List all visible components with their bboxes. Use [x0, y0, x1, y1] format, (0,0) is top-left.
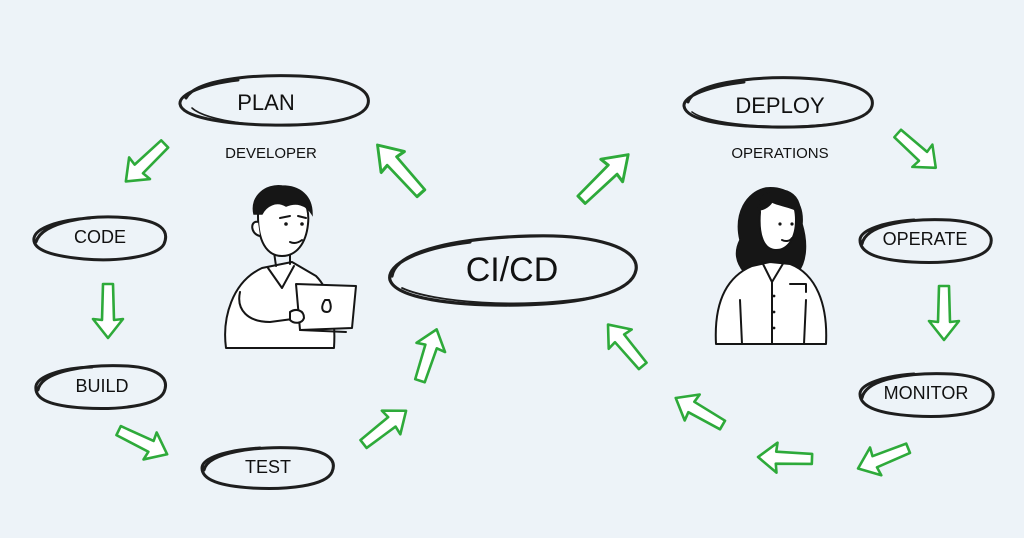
test-oval — [200, 446, 335, 490]
plan-label: PLAN — [237, 90, 294, 115]
monitor-label: MONITOR — [884, 383, 969, 403]
developer-label: DEVELOPER — [225, 145, 317, 162]
code-oval — [32, 215, 167, 262]
arrow-monitor-to-cicd-3 — [666, 383, 732, 440]
operate-oval — [858, 218, 993, 264]
arrow-cicd-to-plan — [364, 133, 435, 206]
arrow-monitor-to-cicd-2 — [756, 440, 814, 476]
laptop-icon — [295, 283, 357, 333]
code-label: CODE — [74, 227, 126, 247]
arrow-monitor-to-cicd-4 — [595, 313, 656, 377]
arrow-build-to-test — [110, 415, 176, 470]
cicd-oval — [388, 234, 638, 307]
deploy-oval — [682, 76, 874, 129]
build-oval — [34, 364, 167, 410]
plan-oval — [178, 74, 370, 127]
deploy-label: DEPLOY — [735, 93, 825, 118]
operate-label: OPERATE — [883, 229, 968, 249]
arrow-operate-to-monitor — [927, 284, 961, 342]
build-label: BUILD — [75, 376, 128, 396]
operations-label: OPERATIONS — [731, 145, 828, 162]
developer-illustration — [224, 185, 357, 349]
arrow-deploy-to-operate — [886, 121, 948, 181]
cicd-label: CI/CD — [466, 251, 559, 289]
arrow-plan-to-code — [114, 131, 177, 194]
arrow-code-to-build — [91, 282, 125, 340]
operations-illustration — [714, 187, 828, 345]
arrow-test-to-cicd-1 — [352, 397, 417, 458]
test-label: TEST — [245, 457, 291, 477]
arrow-monitor-to-cicd-1 — [851, 433, 916, 484]
monitor-oval — [858, 372, 995, 418]
arrow-test-to-cicd-2 — [404, 323, 453, 387]
arrow-cicd-to-deploy — [569, 141, 641, 213]
